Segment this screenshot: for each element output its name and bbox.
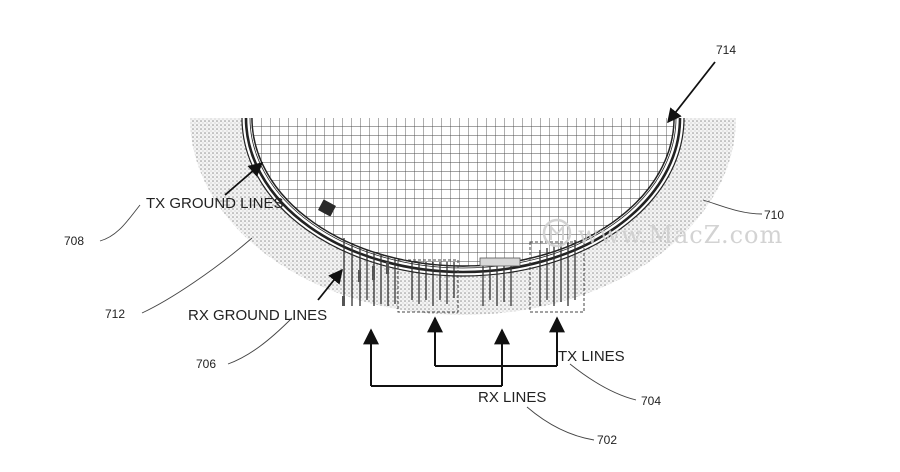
watermark: www.MacZ.com [542,218,783,249]
rx-ground-lines-label: RX GROUND LINES [188,307,327,324]
watermark-logo-icon [542,218,572,248]
center-connector [479,257,521,267]
center-left-traces [411,262,455,306]
center-right-traces [482,262,512,306]
ref-708: 708 [64,234,84,248]
tx-lines-box-left [397,259,459,313]
watermark-text: www.MacZ.com [578,221,783,249]
ref-714: 714 [716,43,736,57]
ref-704: 704 [641,394,661,408]
reference-leaders [99,199,763,441]
rx-ground-arrow [317,268,343,301]
left-trace-pads [342,262,389,306]
ref-706: 706 [196,357,216,371]
tx-ground-lines-label: TX GROUND LINES [146,195,284,212]
ref-714-arrow [667,61,716,124]
ref-712: 712 [105,307,125,321]
rx-lines-label: RX LINES [478,389,546,406]
ring-component [318,199,336,217]
ref-702: 702 [597,433,617,447]
tx-lines-label: TX LINES [558,348,625,365]
tx-lines-box-right [529,241,585,313]
ref-710: 710 [764,208,784,222]
tx-ground-arrow [224,162,264,196]
right-traces [539,240,576,306]
